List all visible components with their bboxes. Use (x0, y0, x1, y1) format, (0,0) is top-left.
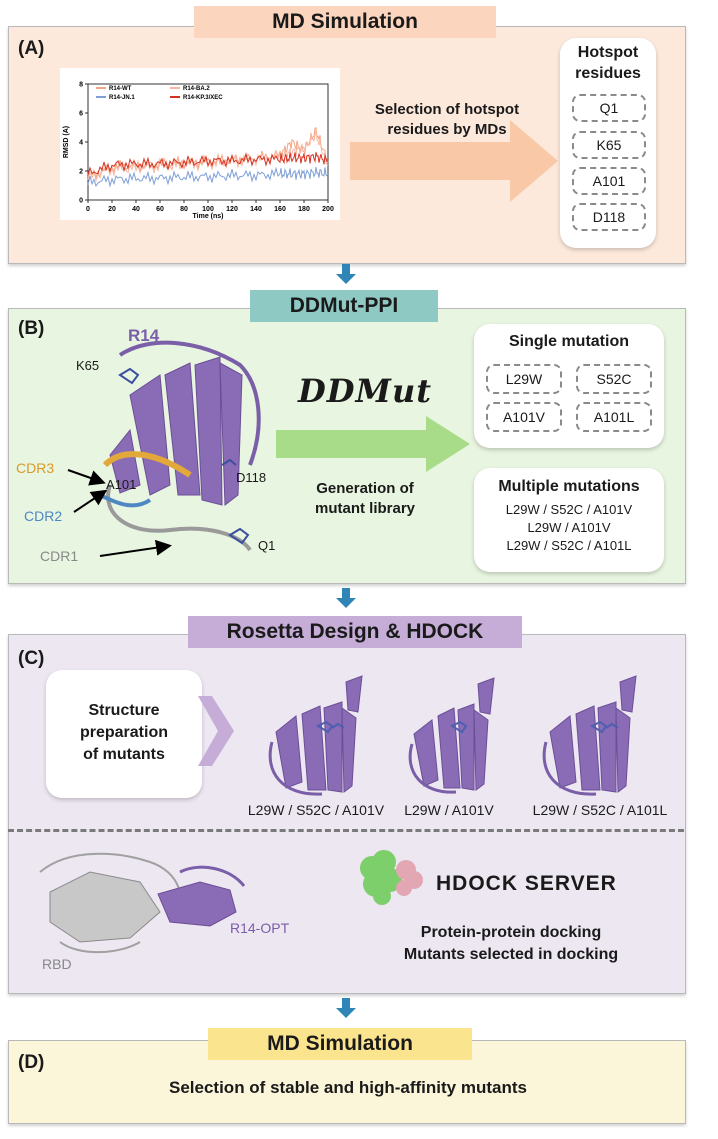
mutant-caption-2: L29W / A101V (404, 802, 494, 818)
x-tick-label: 60 (156, 206, 164, 213)
mutation-a101l: A101L (576, 402, 652, 432)
r14-opt-label: R14-OPT (230, 920, 290, 936)
hotspot-q1: Q1 (572, 94, 646, 122)
mutant-structure-3 (542, 675, 637, 796)
y-tick-label: 4 (79, 140, 83, 147)
multi-mutation-3: L29W / S52C / A101L (506, 538, 632, 553)
connector-b-c-arrow (336, 598, 356, 608)
legend-entry: R14-JN.1 (109, 95, 135, 101)
mutant-structure-2 (408, 677, 495, 794)
cdr1-label: CDR1 (40, 548, 79, 564)
rbd-complex-image (39, 852, 246, 954)
panel-b-arrow-text-1: Generation of (316, 480, 414, 497)
series-line-r14-ba-2 (87, 129, 329, 183)
y-tick-label: 6 (79, 111, 83, 118)
structure-prep-text-1: Structure (88, 702, 160, 719)
x-tick-label: 100 (202, 206, 214, 213)
hotspot-a101: A101 (572, 167, 646, 195)
multiple-mutation-title: Multiple mutations (498, 478, 640, 495)
x-tick-label: 180 (298, 206, 310, 213)
single-mutation-title: Single mutation (509, 333, 629, 350)
panel-c-title: Rosetta Design & HDOCK (188, 616, 522, 648)
connector-c-d-stem (342, 998, 350, 1008)
mutation-s52c: S52C (576, 364, 652, 394)
structure-prep-box (46, 670, 202, 798)
panel-b-label: (B) (18, 318, 45, 339)
panel-b-title: DDMut-PPI (250, 290, 438, 322)
panel-b-arrow (276, 416, 470, 472)
protein-label-r14: R14 (128, 326, 160, 345)
panel-a-arrow-text: Selection of hotspot residues by MDs (374, 101, 520, 138)
connector-c-d-arrow (336, 1008, 356, 1018)
cdr-pointer-arrows (67, 469, 172, 557)
panel-d-title: MD Simulation (208, 1028, 472, 1060)
hdock-logo-icon (360, 850, 423, 905)
y-tick-label: 0 (79, 198, 83, 205)
series-line-r14-kp-3-xec (87, 152, 329, 176)
panel-b-arrow-text-2: mutant library (314, 500, 416, 517)
mutant-caption-1: L29W / S52C / A101V (247, 802, 385, 818)
x-tick-label: 0 (86, 206, 90, 213)
connector-b-c-stem (342, 588, 350, 598)
hdock-line-2: Mutants selected in docking (403, 946, 619, 963)
hotspot-k65: K65 (572, 131, 646, 159)
panel-a-arrow (350, 120, 558, 202)
x-tick-label: 160 (274, 206, 286, 213)
x-axis-label: Time (ns) (193, 213, 224, 220)
connector-a-b-stem (342, 264, 350, 274)
legend-entry: R14-WT (109, 86, 132, 92)
mutant-caption-3: L29W / S52C / A101L (532, 802, 668, 818)
panel-a-label: (A) (18, 38, 45, 59)
r14-structure-image (99, 340, 261, 552)
legend-entry: R14-BA.2 (183, 86, 210, 92)
x-tick-label: 140 (250, 206, 262, 213)
rbd-label: RBD (42, 956, 72, 972)
hdock-title: HDOCK SERVER (436, 872, 617, 895)
x-tick-label: 40 (132, 206, 140, 213)
panel-c-divider (8, 829, 684, 832)
connector-a-b-arrow (336, 274, 356, 284)
x-tick-label: 80 (180, 206, 188, 213)
multi-mutation-2: L29W / A101V (527, 520, 611, 535)
series-line-r14-jn-1 (87, 166, 329, 188)
x-tick-label: 200 (322, 206, 334, 213)
structure-prep-text-2: preparation (79, 724, 168, 741)
x-tick-label: 20 (108, 206, 116, 213)
residue-label-k65: K65 (76, 358, 100, 373)
residue-label-d118: D118 (236, 470, 267, 485)
panel-a-title: MD Simulation (194, 6, 496, 38)
structure-prep-text-3: of mutants (83, 746, 165, 763)
mutation-l29w: L29W (486, 364, 562, 394)
residue-label-a101: A101 (106, 477, 137, 492)
ddmut-logo: DDMut (298, 372, 432, 410)
panel-d-text: Selection of stable and high-affinity mu… (169, 1078, 527, 1097)
multiple-mutation-box (474, 468, 664, 572)
hotspot-d118: D118 (572, 203, 646, 231)
multi-mutation-1: L29W / S52C / A101V (505, 502, 633, 517)
hotspot-title: Hotspot residues (575, 44, 641, 82)
mutation-a101v: A101V (486, 402, 562, 432)
panel-c-label: (C) (18, 648, 45, 669)
mutant-structure-1 (268, 675, 363, 796)
cdr3-label: CDR3 (16, 460, 55, 476)
y-axis-label: RMSD (A) (63, 126, 70, 158)
structure-prep-chevron (198, 696, 234, 766)
legend-entry: R14-KP.3/XEC (183, 95, 223, 101)
hdock-line-1: Protein-protein docking (420, 924, 602, 941)
x-tick-label: 120 (226, 206, 238, 213)
y-tick-label: 2 (79, 169, 83, 176)
residue-label-q1: Q1 (258, 538, 276, 553)
y-tick-label: 8 (79, 82, 83, 89)
cdr2-label: CDR2 (24, 508, 63, 524)
panel-d-label: (D) (18, 1052, 45, 1073)
